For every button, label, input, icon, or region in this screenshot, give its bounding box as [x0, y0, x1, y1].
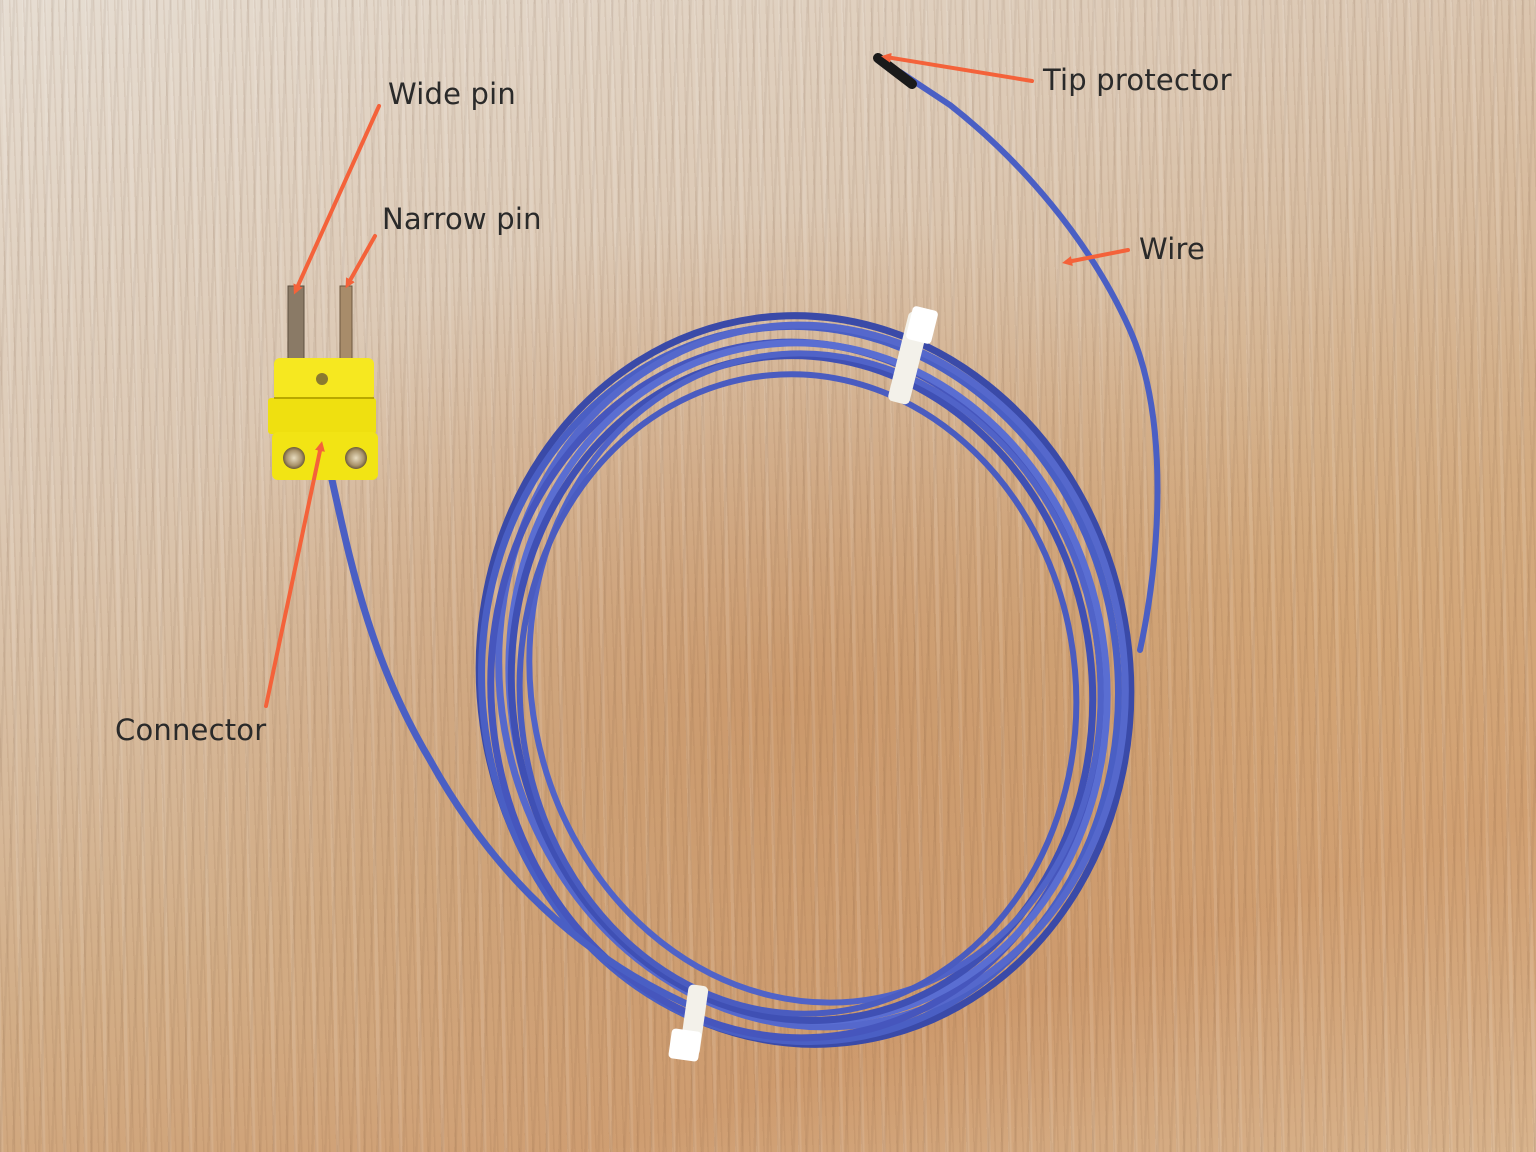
narrow-pin-arrow — [345, 234, 377, 289]
annotation-arrows — [264, 52, 1130, 708]
wide-pin — [287, 285, 305, 363]
label-wide-pin: Wide pin — [388, 77, 517, 111]
tip-protector-arrow — [881, 52, 1034, 83]
wire-coil — [475, 312, 1135, 1048]
label-wire: Wire — [1139, 232, 1206, 266]
connector-body — [268, 358, 378, 480]
cable-tie-bottom — [668, 984, 709, 1062]
wide-pin-arrow — [293, 104, 381, 295]
cable-tie-top — [888, 306, 938, 405]
wire-arrow — [1062, 248, 1130, 266]
narrow-pin — [339, 285, 353, 363]
label-narrow-pin: Narrow pin — [382, 202, 542, 236]
wire-lead-tip — [897, 69, 1161, 653]
label-connector: Connector — [115, 713, 267, 747]
label-tip-protector: Tip protector — [1043, 63, 1232, 97]
wire-lead-connector — [328, 476, 704, 1014]
connector-arrow — [264, 441, 325, 708]
